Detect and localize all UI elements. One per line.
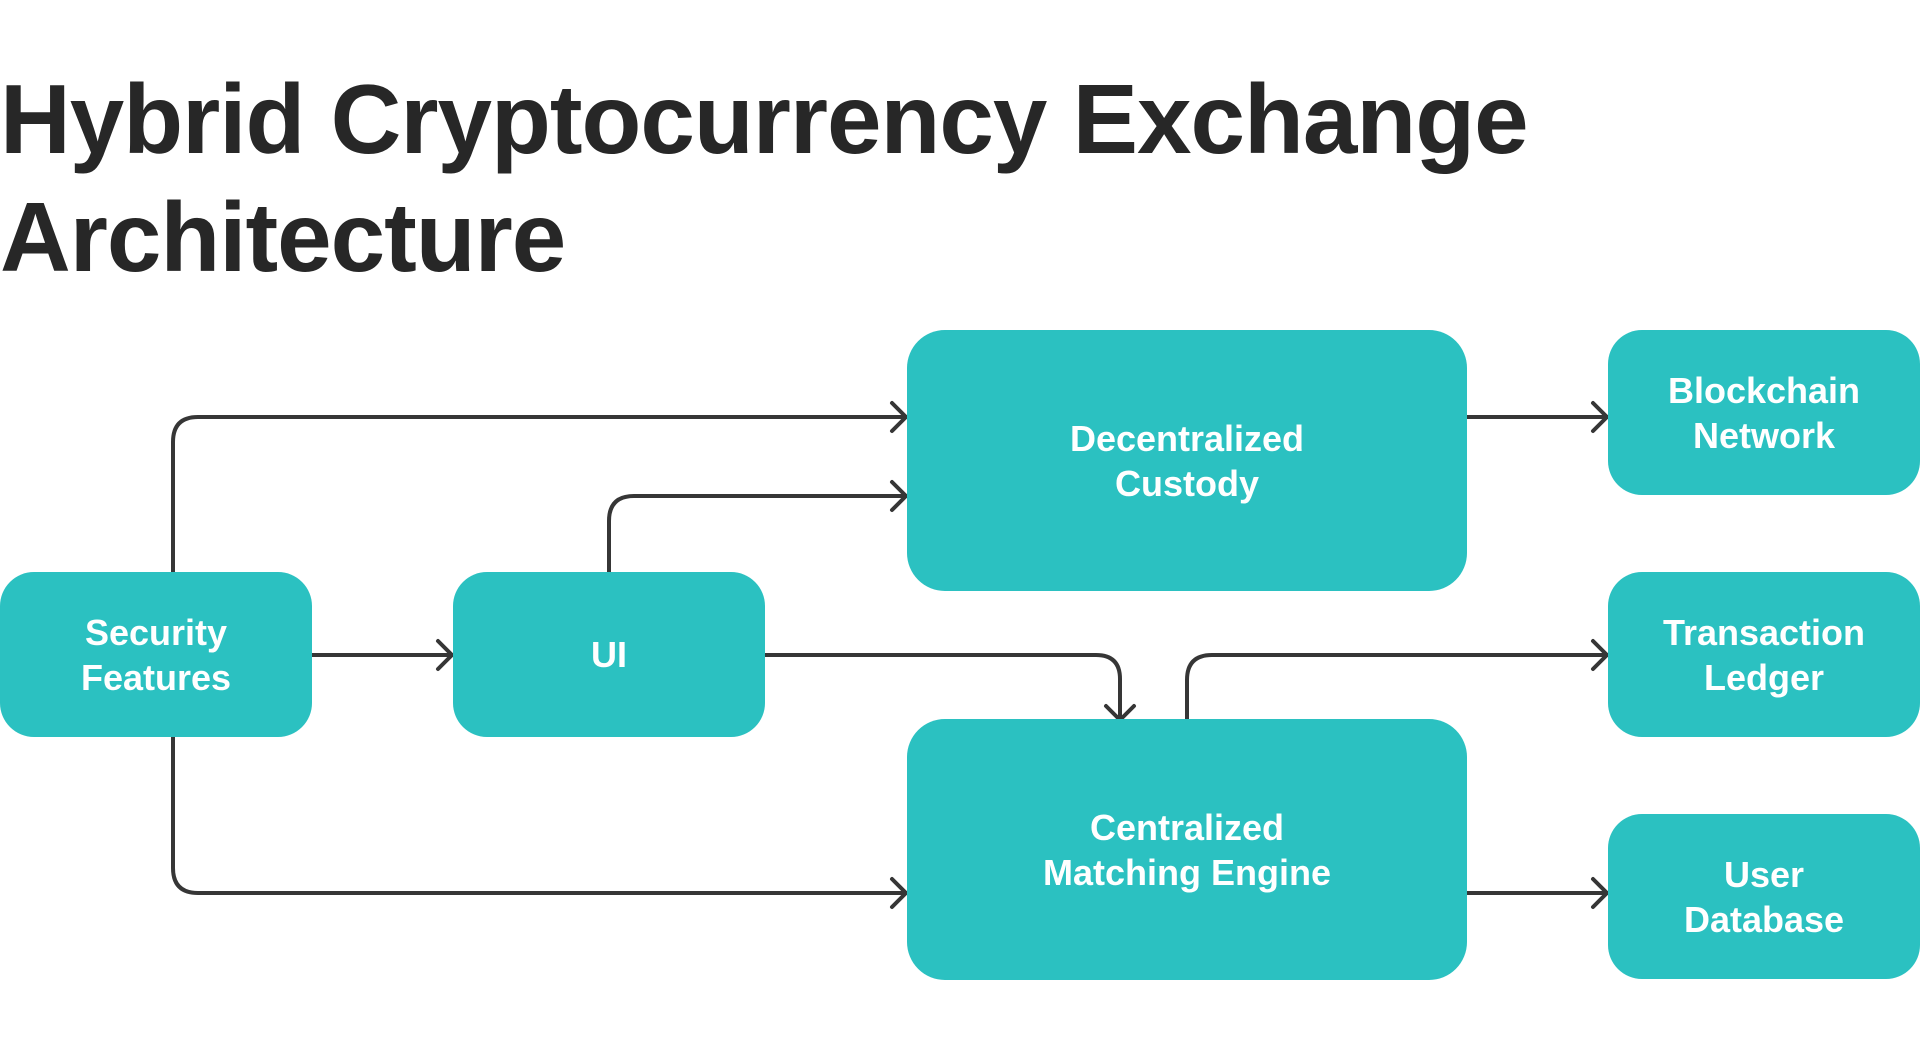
arrowhead-security-to-custody xyxy=(890,401,908,433)
node-label-line-2: Database xyxy=(1683,898,1845,940)
arrowhead-ui-to-custody xyxy=(890,480,908,512)
node-label-line-2: Matching Engine xyxy=(1043,851,1331,893)
node-label-line-1: Blockchain xyxy=(1667,369,1861,411)
node-label: User Database xyxy=(1684,852,1844,942)
node-label-line-2: Network xyxy=(1692,414,1836,456)
arrowhead-security-to-matching xyxy=(890,877,908,909)
node-label-line-1: UI xyxy=(591,634,627,675)
node-label: Blockchain Network xyxy=(1668,368,1860,458)
node-transaction-ledger: Transaction Ledger xyxy=(1608,572,1920,737)
edge-ui-to-matching xyxy=(763,653,1122,722)
node-label-line-2: Features xyxy=(80,656,232,698)
edge-ui-to-custody xyxy=(607,494,908,574)
node-user-database: User Database xyxy=(1608,814,1920,979)
node-label-line-1: Decentralized xyxy=(1069,417,1305,459)
node-label-line-1: Security xyxy=(84,611,228,653)
edge-matching-to-ledger xyxy=(1185,653,1609,721)
node-ui: UI xyxy=(453,572,765,737)
arrowhead-custody-to-blockchain xyxy=(1591,401,1609,433)
node-label-line-1: Centralized xyxy=(1089,806,1285,848)
diagram-title: Hybrid Cryptocurrency Exchange Architect… xyxy=(0,60,1529,296)
node-centralized-matching-engine: Centralized Matching Engine xyxy=(907,719,1467,980)
node-label: Decentralized Custody xyxy=(1070,416,1304,506)
node-decentralized-custody: Decentralized Custody xyxy=(907,330,1467,591)
node-label: UI xyxy=(591,632,627,677)
arrowhead-security-to-ui xyxy=(436,639,454,671)
arrowhead-matching-to-ledger xyxy=(1591,639,1609,671)
node-label: Centralized Matching Engine xyxy=(1043,805,1331,895)
arrowhead-matching-to-userdb xyxy=(1591,877,1609,909)
node-label-line-2: Ledger xyxy=(1703,656,1825,698)
node-label-line-1: User xyxy=(1723,853,1805,895)
edge-security-to-matching xyxy=(171,735,908,895)
title-line-2: Architecture xyxy=(0,182,566,292)
node-label: Transaction Ledger xyxy=(1663,610,1865,700)
node-label-line-2: Custody xyxy=(1115,462,1259,504)
node-blockchain-network: Blockchain Network xyxy=(1608,330,1920,495)
node-label: Security Features xyxy=(81,610,231,700)
title-line-1: Hybrid Cryptocurrency Exchange xyxy=(0,64,1529,174)
node-label-line-1: Transaction xyxy=(1662,611,1866,653)
node-security-features: Security Features xyxy=(0,572,312,737)
edge-security-to-custody xyxy=(171,415,908,574)
